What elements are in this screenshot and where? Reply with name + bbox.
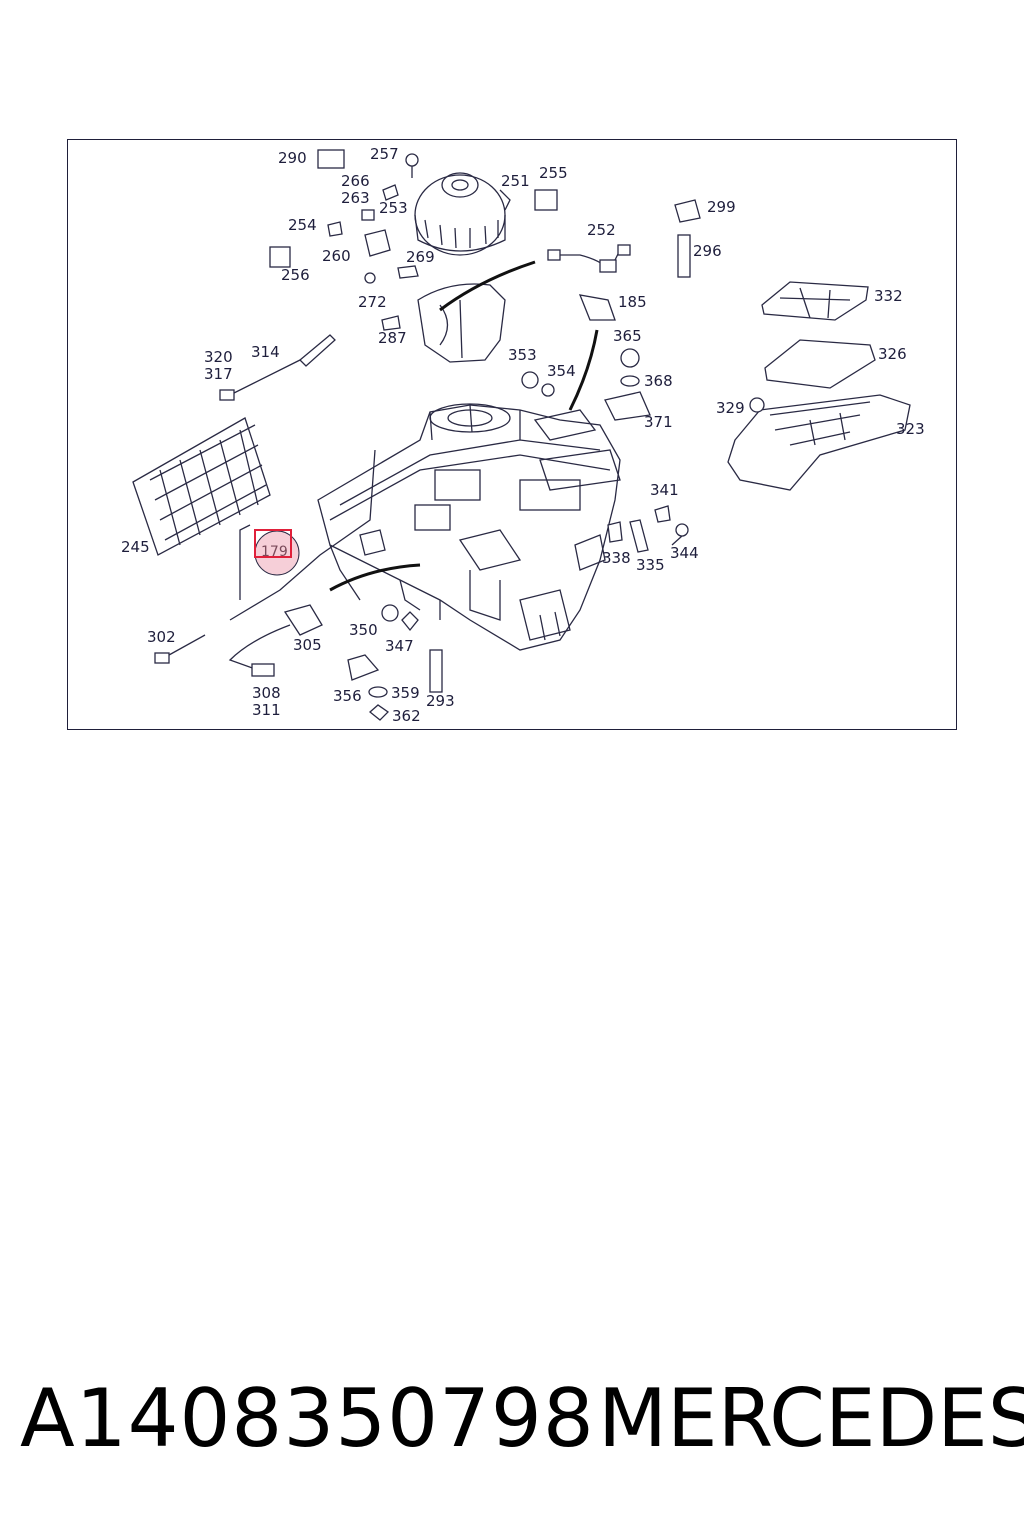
label-362: 362 — [392, 707, 421, 725]
label-344: 344 — [670, 544, 699, 562]
label-335: 335 — [636, 556, 665, 574]
hvac-housing — [317, 403, 621, 651]
harness-252 — [547, 244, 631, 273]
label-323: 323 — [896, 420, 925, 438]
label-350: 350 — [349, 621, 378, 639]
label-257: 257 — [370, 145, 399, 163]
label-296: 296 — [693, 242, 722, 260]
label-290: 290 — [278, 149, 307, 167]
label-254: 254 — [288, 216, 317, 234]
label-347: 347 — [385, 637, 414, 655]
label-332: 332 — [874, 287, 903, 305]
label-302: 302 — [147, 628, 176, 646]
label-256: 256 — [281, 266, 310, 284]
label-353: 353 — [508, 346, 537, 364]
label-314: 314 — [251, 343, 280, 361]
label-305: 305 — [293, 636, 322, 654]
label-255: 255 — [539, 164, 568, 182]
label-299: 299 — [707, 198, 736, 216]
cabin-filter-frame — [132, 417, 271, 556]
label-253: 253 — [379, 199, 408, 217]
label-338: 338 — [602, 549, 631, 567]
filter-326 — [764, 339, 876, 389]
highlighted-part-179[interactable]: 179 — [254, 529, 300, 576]
label-365: 365 — [613, 327, 642, 345]
label-252: 252 — [587, 221, 616, 239]
label-272: 272 — [358, 293, 387, 311]
label-329: 329 — [716, 399, 745, 417]
label-269: 269 — [406, 248, 435, 266]
part-number: A1408350798 — [20, 1372, 595, 1465]
label-185: 185 — [618, 293, 647, 311]
label-368: 368 — [644, 372, 673, 390]
label-320: 320 — [204, 348, 233, 366]
assembly-arrows — [329, 260, 599, 592]
small-parts — [154, 149, 765, 721]
blower-motor — [414, 172, 511, 256]
label-245: 245 — [121, 538, 150, 556]
diagram-frame — [67, 139, 957, 730]
brand-name: MERCEDES — [598, 1372, 1024, 1465]
part-labels: 290 257 266 263 253 251 255 254 260 269 … — [121, 145, 925, 725]
footer-caption: A1408350798 MERCEDES — [0, 1372, 1024, 1472]
label-341: 341 — [650, 481, 679, 499]
filter-housing-323 — [727, 394, 911, 491]
label-311: 311 — [252, 701, 281, 719]
label-371: 371 — [644, 413, 673, 431]
label-317: 317 — [204, 365, 233, 383]
sensor-harness-314 — [219, 334, 336, 401]
label-260: 260 — [322, 247, 351, 265]
label-251: 251 — [501, 172, 530, 190]
label-293: 293 — [426, 692, 455, 710]
label-326: 326 — [878, 345, 907, 363]
label-354: 354 — [547, 362, 576, 380]
label-263: 263 — [341, 189, 370, 207]
label-266: 266 — [341, 172, 370, 190]
label-356: 356 — [333, 687, 362, 705]
label-179: 179 — [261, 544, 288, 560]
label-359: 359 — [391, 684, 420, 702]
label-308: 308 — [252, 684, 281, 702]
label-287: 287 — [378, 329, 407, 347]
filter-frame-332 — [761, 281, 869, 321]
